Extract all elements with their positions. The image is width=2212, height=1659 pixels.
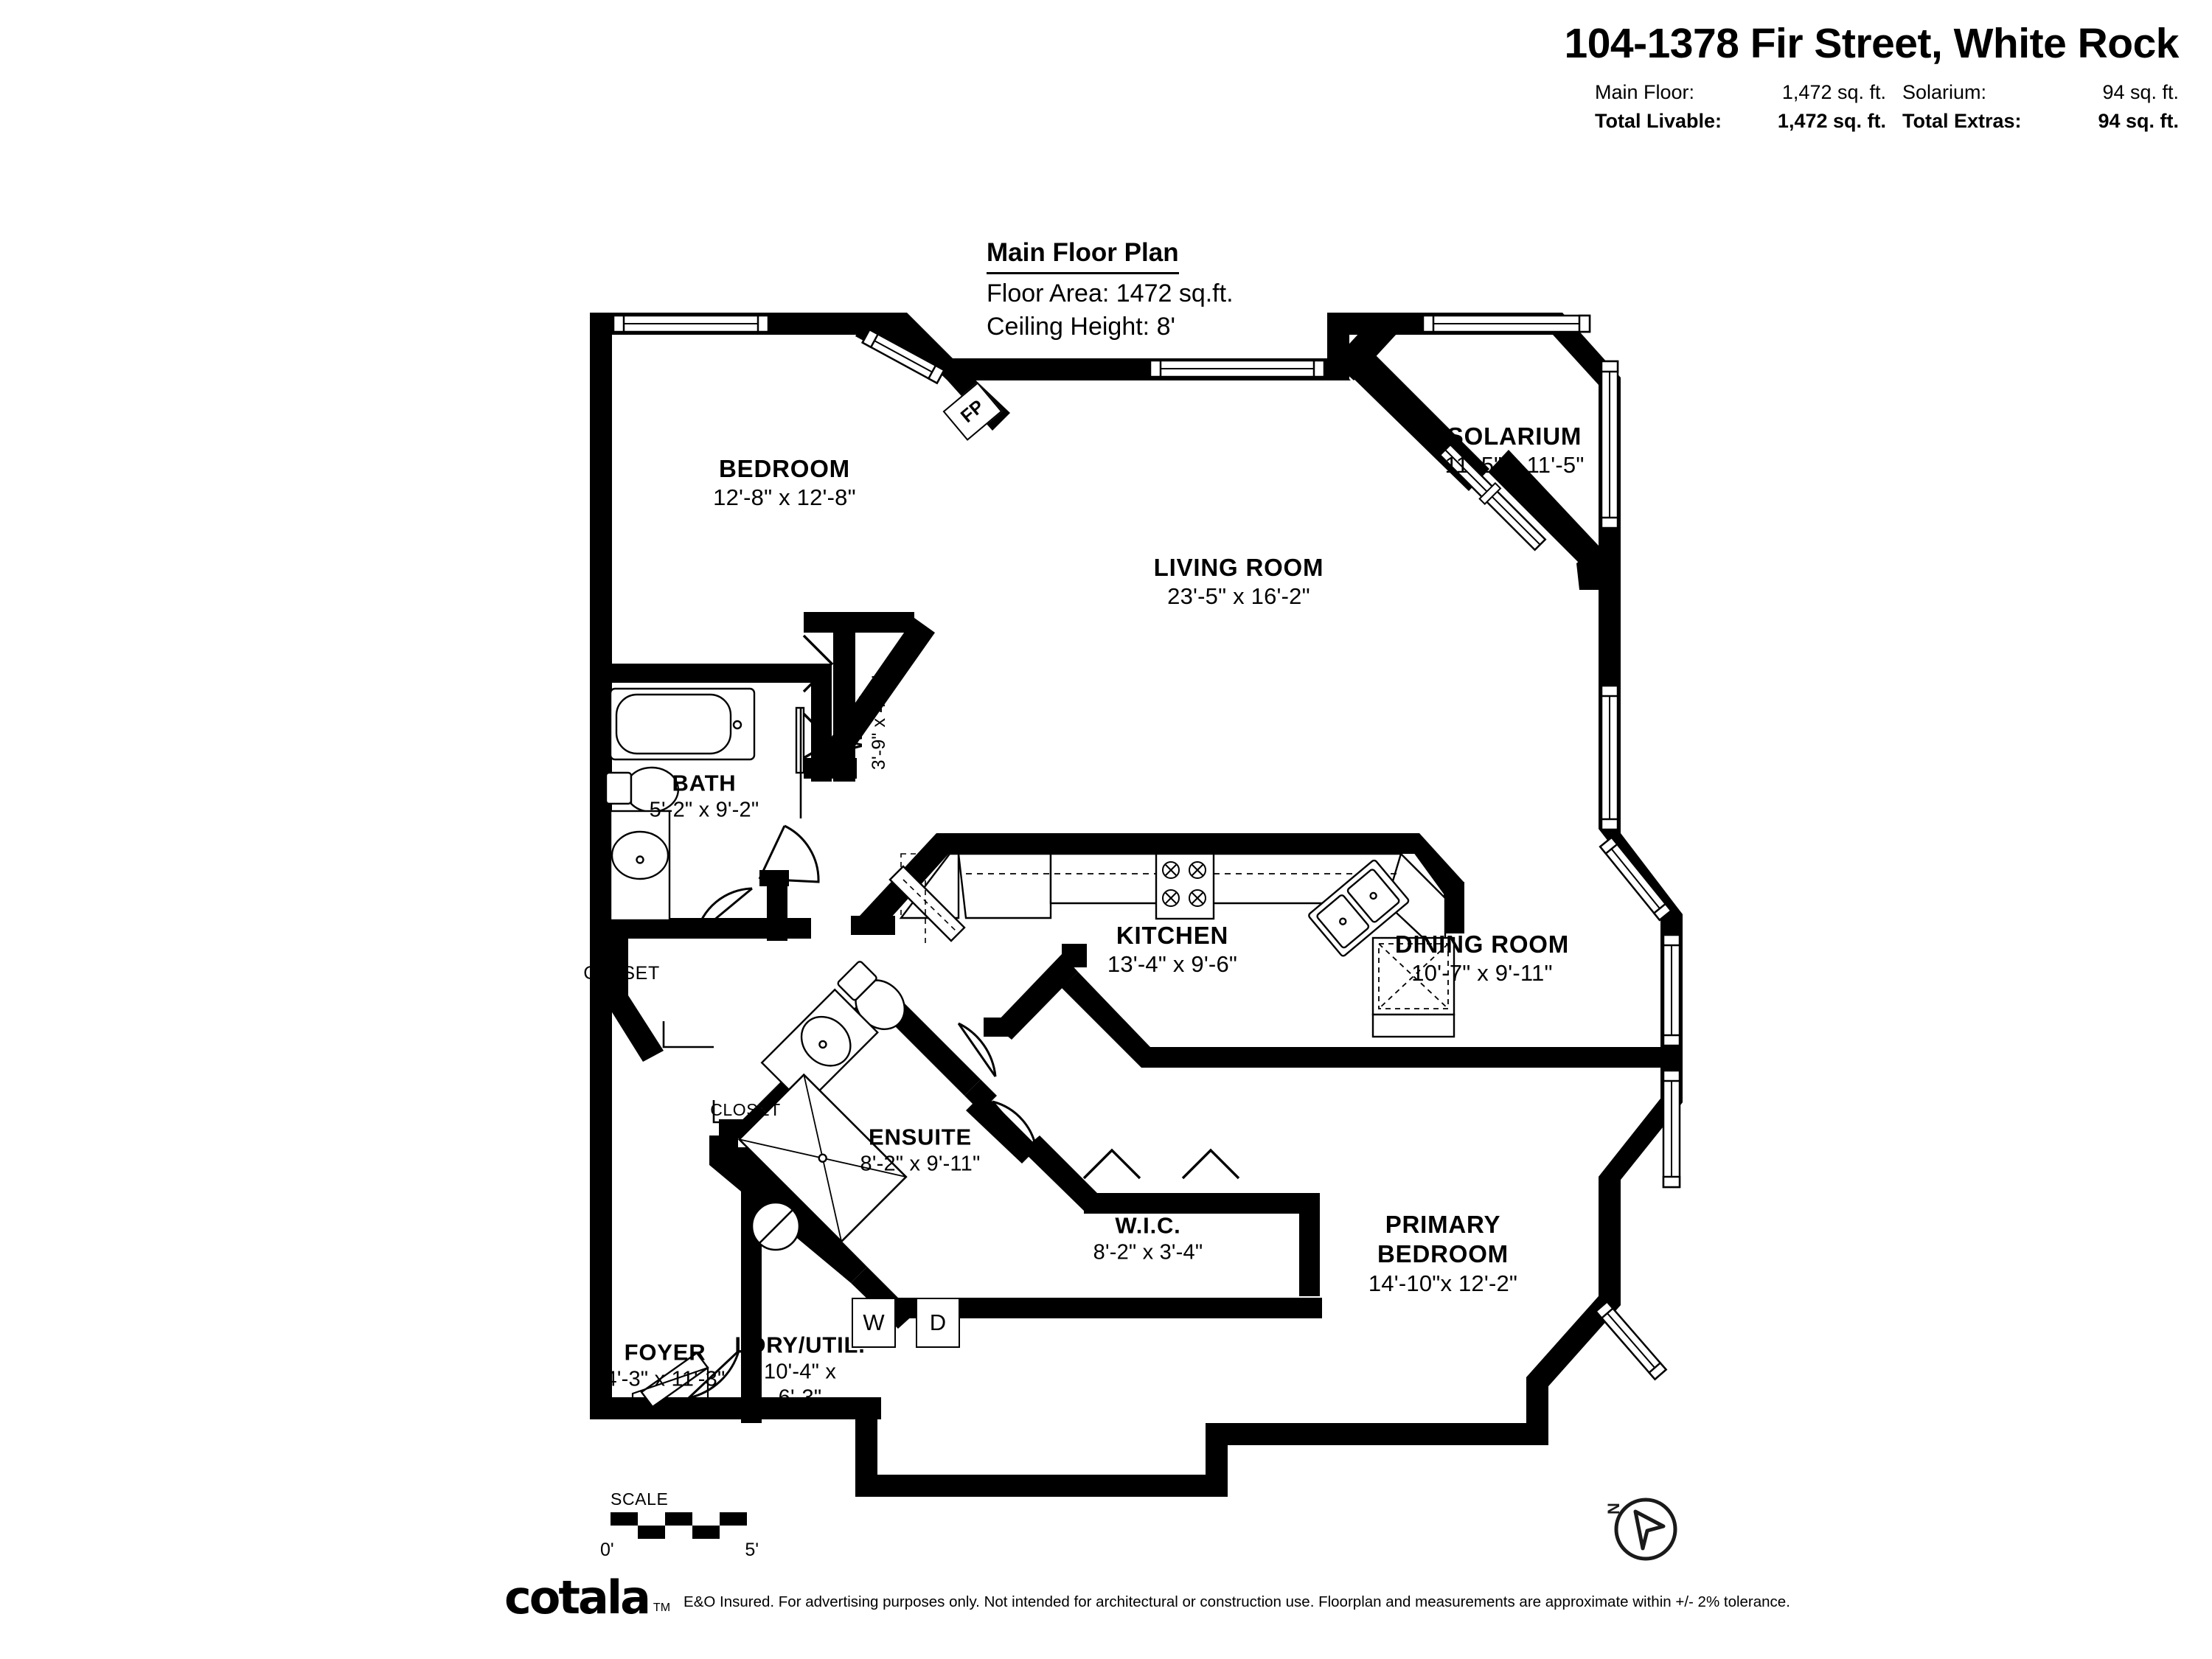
room-label-wic-bedroom: W.I.C. 3'-9" x 4'-9"	[844, 675, 890, 771]
area-summary-row: Main Floor: 1,472 sq. ft. Solarium: 94 s…	[1565, 78, 2179, 107]
dryer-appliance: D	[916, 1298, 960, 1348]
room-name-living-room: LIVING ROOM	[1153, 553, 1324, 581]
room-dim-living-room: 23'-5" x 16'-2"	[1167, 583, 1310, 610]
room-label-wic-primary: W.I.C. 8'-2" x 3'-4"	[1093, 1211, 1203, 1265]
north-arrow-icon: N	[1604, 1498, 1677, 1561]
room-dim-primary-bedroom: 14'-10"x 12'-2"	[1368, 1270, 1518, 1296]
room-name-ldry-util: LDRY/UTIL.	[734, 1332, 866, 1358]
scale-block	[611, 1512, 638, 1526]
room-dim-kitchen: 13'-4" x 9'-6"	[1107, 951, 1238, 978]
room-name-bedroom: BEDROOM	[719, 454, 850, 482]
solarium-value: 94 sq. ft.	[2102, 80, 2179, 103]
room-dim-wic-bedroom: 3'-9" x 4'-9"	[868, 675, 889, 771]
area-summary-row: Total Livable: 1,472 sq. ft. Total Extra…	[1565, 107, 2179, 136]
disclaimer-text: E&O Insured. For advertising purposes on…	[684, 1593, 1790, 1611]
closet-upper-text: CLOSET	[583, 962, 660, 984]
plan-floor-area: Floor Area: 1472 sq.ft.	[987, 279, 1234, 308]
room-label-ensuite: ENSUITE 8'-2" x 9'-11"	[860, 1123, 981, 1177]
main-floor-label: Main Floor:	[1595, 80, 1695, 103]
room-name-ensuite: ENSUITE	[869, 1124, 972, 1150]
room-name-wic-primary: W.I.C.	[1115, 1212, 1181, 1239]
trademark-mark: TM	[653, 1601, 671, 1614]
total-livable-value: 1,472 sq. ft.	[1777, 109, 1886, 132]
room-dim-wic-primary: 8'-2" x 3'-4"	[1093, 1240, 1203, 1265]
room-label-solarium: SOLARIUM 11'-5" x 11'-5"	[1444, 422, 1584, 479]
dryer-text: D	[929, 1310, 947, 1335]
room-name-wic-bedroom: W.I.C.	[844, 695, 866, 751]
footer-block: cotala TM E&O Insured. For advertising p…	[504, 1571, 1790, 1624]
fireplace-label: FP	[942, 382, 1003, 441]
room-label-primary-bedroom: PRIMARY BEDROOM 14'-10"x 12'-2"	[1368, 1210, 1517, 1297]
room-label-kitchen: KITCHEN 13'-4" x 9'-6"	[1107, 921, 1237, 978]
total-extras-value: 94 sq. ft.	[2098, 109, 2179, 132]
room-name-foyer: FOYER	[624, 1339, 706, 1366]
room-name-dining-room: DINING ROOM	[1394, 930, 1570, 958]
page-title: 104-1378 Fir Street, White Rock	[1564, 20, 2180, 67]
plan-title-heading: Main Floor Plan	[987, 236, 1179, 275]
room-name-kitchen: KITCHEN	[1116, 921, 1229, 949]
cotala-logo: cotala	[504, 1571, 651, 1624]
scale-block	[665, 1512, 692, 1526]
scale-end: 5'	[745, 1540, 759, 1560]
label-closet-upper: CLOSET	[583, 962, 660, 985]
scale-block	[692, 1526, 720, 1539]
scale-bar: SCALE 0' 5'	[600, 1489, 759, 1561]
label-closet-lower: CLOSET	[710, 1099, 781, 1120]
scale-start: 0'	[600, 1540, 614, 1560]
washer-text: W	[863, 1310, 885, 1335]
plan-ceiling-height: Ceiling Height: 8'	[987, 313, 1175, 341]
scale-block	[720, 1512, 747, 1526]
room-label-ldry-util: LDRY/UTIL. 10'-4" x 6'-3"	[734, 1332, 865, 1412]
room-name-primary-bedroom: PRIMARY BEDROOM	[1377, 1210, 1509, 1268]
room-name-solarium: SOLARIUM	[1447, 422, 1582, 450]
plan-title-block: Main Floor Plan Floor Area: 1472 sq.ft. …	[987, 236, 1234, 344]
room-label-living-room: LIVING ROOM 23'-5" x 16'-2"	[1154, 553, 1324, 611]
room-dim-bath: 5'-2" x 9'-2"	[649, 798, 759, 822]
solarium-label: Solarium:	[1902, 80, 1987, 103]
total-extras-label: Total Extras:	[1902, 109, 2022, 132]
washer-appliance: W	[852, 1298, 896, 1348]
closet-lower-text: CLOSET	[710, 1099, 781, 1119]
room-dim-ensuite: 8'-2" x 9'-11"	[860, 1152, 981, 1176]
room-dim-ldry-util: 10'-4" x 6'-3"	[763, 1360, 837, 1410]
room-label-dining-room: DINING ROOM 10'-7" x 9'-11"	[1395, 930, 1569, 987]
scale-caption: SCALE	[611, 1489, 669, 1509]
room-label-bedroom: BEDROOM 12'-8" x 12'-8"	[713, 454, 856, 512]
scale-endpoints: 0' 5'	[600, 1540, 759, 1561]
room-dim-dining-room: 10'-7" x 9'-11"	[1411, 960, 1553, 987]
main-floor-value: 1,472 sq. ft.	[1781, 80, 1886, 103]
header-block: 104-1378 Fir Street, White Rock Main Flo…	[1564, 20, 2180, 136]
scale-block	[638, 1526, 665, 1539]
north-letter: N	[1604, 1503, 1623, 1514]
total-livable-label: Total Livable:	[1595, 109, 1722, 132]
room-label-foyer: FOYER 4'-3" x 11'-3"	[605, 1338, 726, 1392]
room-dim-foyer: 4'-3" x 11'-3"	[605, 1367, 726, 1391]
room-name-bath: BATH	[672, 770, 737, 796]
room-dim-solarium: 11'-5" x 11'-5"	[1444, 452, 1585, 479]
room-label-bath: BATH 5'-2" x 9'-2"	[650, 769, 759, 823]
fireplace-text: FP	[956, 395, 988, 427]
room-dim-bedroom: 12'-8" x 12'-8"	[713, 484, 856, 511]
scale-bar-graphic	[611, 1512, 747, 1539]
area-summary: Main Floor: 1,472 sq. ft. Solarium: 94 s…	[1565, 78, 2179, 136]
